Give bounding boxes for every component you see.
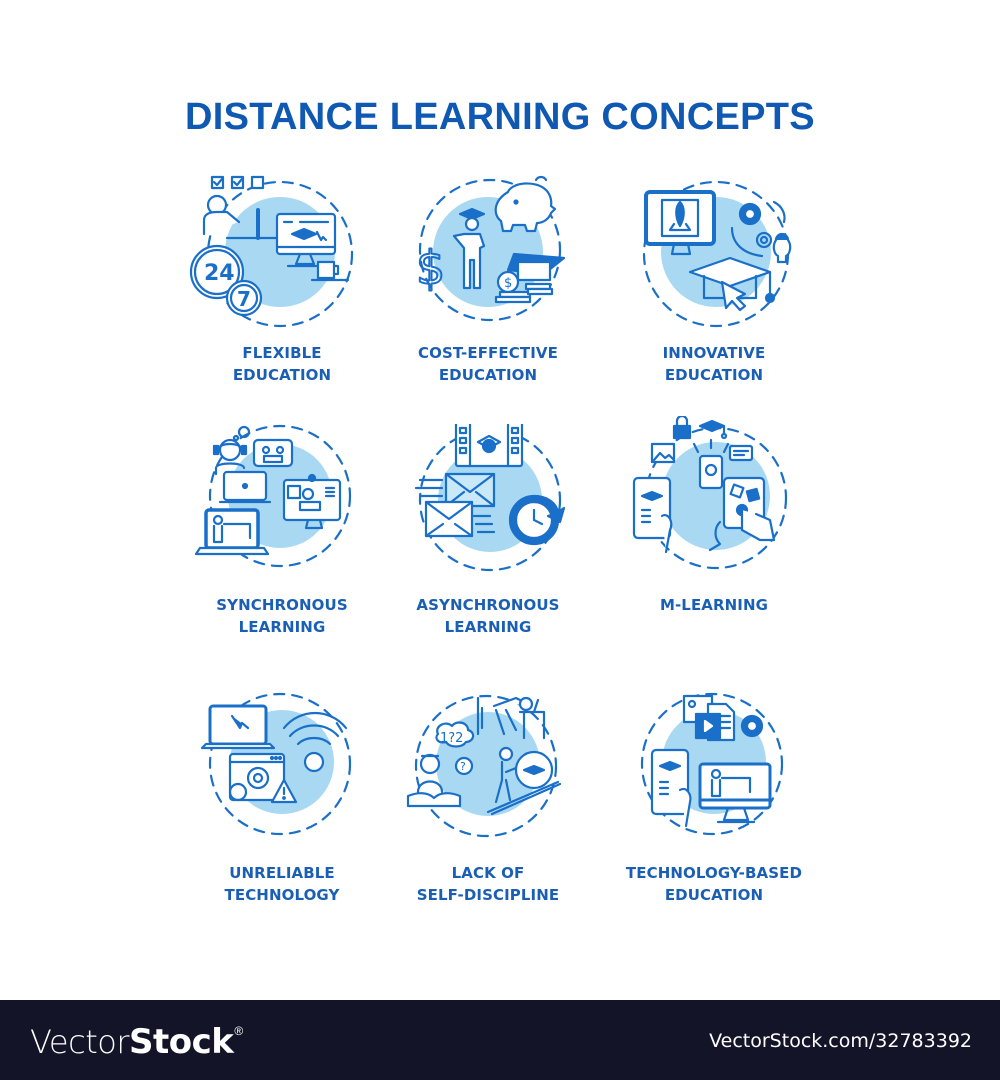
flexible-education-icon: 24 7 [189, 175, 354, 328]
concept-label: LACK OF SELF-DISCIPLINE [416, 864, 560, 904]
watermark-footer: VectorStock® VectorStock.com/32783392 [0, 1000, 1000, 1080]
concept-label: UNRELIABLE TECHNOLOGY [224, 864, 340, 904]
concept-technology-based-education: TECHNOLOGY-BASED EDUCATION [604, 692, 824, 906]
svg-text:?: ? [460, 760, 466, 773]
svg-text:7: 7 [237, 287, 251, 311]
m-learning-icon [632, 416, 788, 570]
concept-flexible-education: 24 7 FLEXIBLE EDUCATION [172, 172, 392, 386]
asynchronous-learning-icon [414, 424, 566, 572]
concept-synchronous-learning: SYNCHRONOUS LEARNING [172, 424, 392, 638]
unreliable-technology-icon [200, 692, 352, 836]
synchronous-learning-icon [194, 424, 352, 568]
technology-based-education-icon [640, 692, 784, 836]
svg-text:24: 24 [204, 261, 235, 286]
page-title: DISTANCE LEARNING CONCEPTS [185, 96, 815, 138]
lack-of-self-discipline-icon: 1?2 ? [406, 694, 562, 838]
vectorstock-logo: VectorStock® [30, 1022, 243, 1062]
concept-lack-of-self-discipline: 1?2 ? LACK OF SELF-DISCIPLINE [378, 692, 598, 906]
svg-text:1?2: 1?2 [440, 731, 463, 746]
concept-label: FLEXIBLE EDUCATION [232, 344, 332, 384]
concept-asynchronous-learning: ASYNCHRONOUS LEARNING [378, 424, 598, 638]
svg-text:$: $ [416, 241, 445, 295]
concept-label: INNOVATIVE EDUCATION [662, 344, 766, 384]
concept-label: COST-EFFECTIVE EDUCATION [418, 344, 558, 384]
image-reference: VectorStock.com/32783392 [709, 1030, 972, 1052]
concept-label: ASYNCHRONOUS LEARNING [416, 596, 560, 636]
concept-label: TECHNOLOGY-BASED EDUCATION [625, 864, 803, 904]
concept-label: M-LEARNING [659, 596, 769, 614]
concept-label: SYNCHRONOUS LEARNING [216, 596, 348, 636]
innovative-education-icon [642, 180, 792, 328]
concept-cost-effective-education: $ $ COST-EFFECTIVE EDUCATION [378, 172, 598, 386]
concept-innovative-education: INNOVATIVE EDUCATION [604, 172, 824, 386]
concept-unreliable-technology: UNRELIABLE TECHNOLOGY [172, 692, 392, 906]
cost-effective-education-icon: $ $ [415, 175, 566, 322]
svg-text:$: $ [504, 276, 512, 291]
concept-m-learning: M-LEARNING [604, 416, 824, 616]
